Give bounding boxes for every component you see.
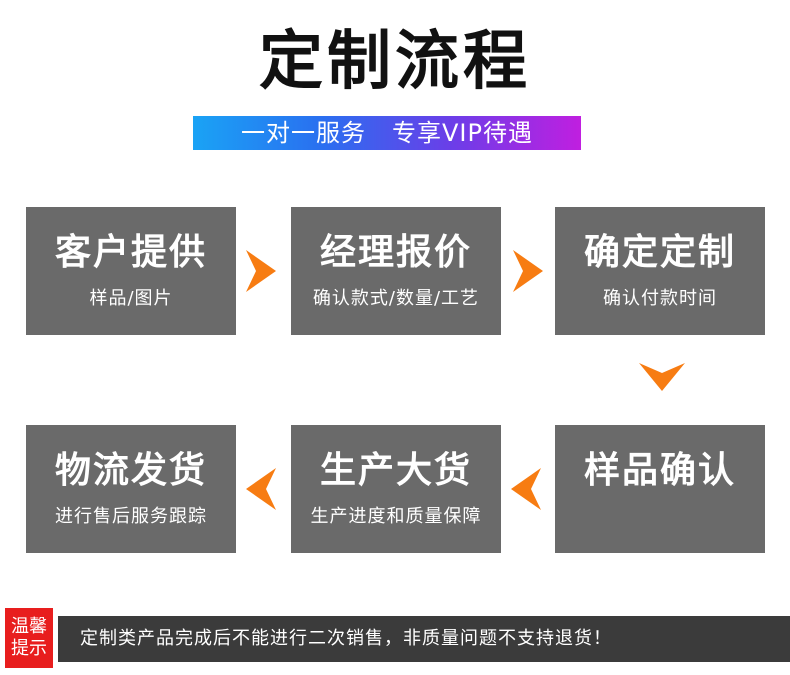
step-subtitle: 生产进度和质量保障 xyxy=(310,506,482,527)
step-title: 经理报价 xyxy=(319,232,472,273)
subtitle-left: 一对一服务 xyxy=(241,119,367,147)
step-box-1: 客户提供 样品/图片 xyxy=(26,207,236,335)
step-title: 生产大货 xyxy=(319,450,472,491)
step-subtitle: 样品/图片 xyxy=(89,288,173,309)
notice-badge-line2: 提示 xyxy=(11,638,47,659)
step-box-5: 生产大货 生产进度和质量保障 xyxy=(291,425,501,553)
arrow-left-icon xyxy=(246,468,276,510)
arrow-left-icon xyxy=(511,468,541,510)
step-title: 物流发货 xyxy=(54,450,207,491)
step-subtitle: 确认付款时间 xyxy=(603,288,717,309)
step-box-6: 物流发货 进行售后服务跟踪 xyxy=(26,425,236,553)
step-title: 客户提供 xyxy=(54,232,207,273)
notice-badge: 温馨 提示 xyxy=(5,608,53,668)
step-title: 样品确认 xyxy=(583,450,736,491)
subtitle-right: 专享VIP待遇 xyxy=(392,119,533,147)
step-subtitle: 确认款式/数量/工艺 xyxy=(312,288,480,309)
notice-footer: 温馨 提示 定制类产品完成后不能进行二次销售，非质量问题不支持退货！ xyxy=(0,608,790,668)
step-box-3: 确定定制 确认付款时间 xyxy=(555,207,765,335)
step-box-2: 经理报价 确认款式/数量/工艺 xyxy=(291,207,501,335)
arrow-down-icon xyxy=(639,363,685,391)
page-title: 定制流程 xyxy=(259,25,531,99)
notice-text: 定制类产品完成后不能进行二次销售，非质量问题不支持退货！ xyxy=(58,616,790,662)
step-box-4: 样品确认 xyxy=(555,425,765,553)
arrow-right-icon xyxy=(513,250,543,292)
arrow-right-icon xyxy=(246,250,276,292)
step-title: 确定定制 xyxy=(583,232,736,273)
notice-badge-line1: 温馨 xyxy=(11,616,47,637)
subtitle-banner: 一对一服务专享VIP待遇 xyxy=(193,116,581,150)
step-subtitle: 进行售后服务跟踪 xyxy=(55,506,207,527)
